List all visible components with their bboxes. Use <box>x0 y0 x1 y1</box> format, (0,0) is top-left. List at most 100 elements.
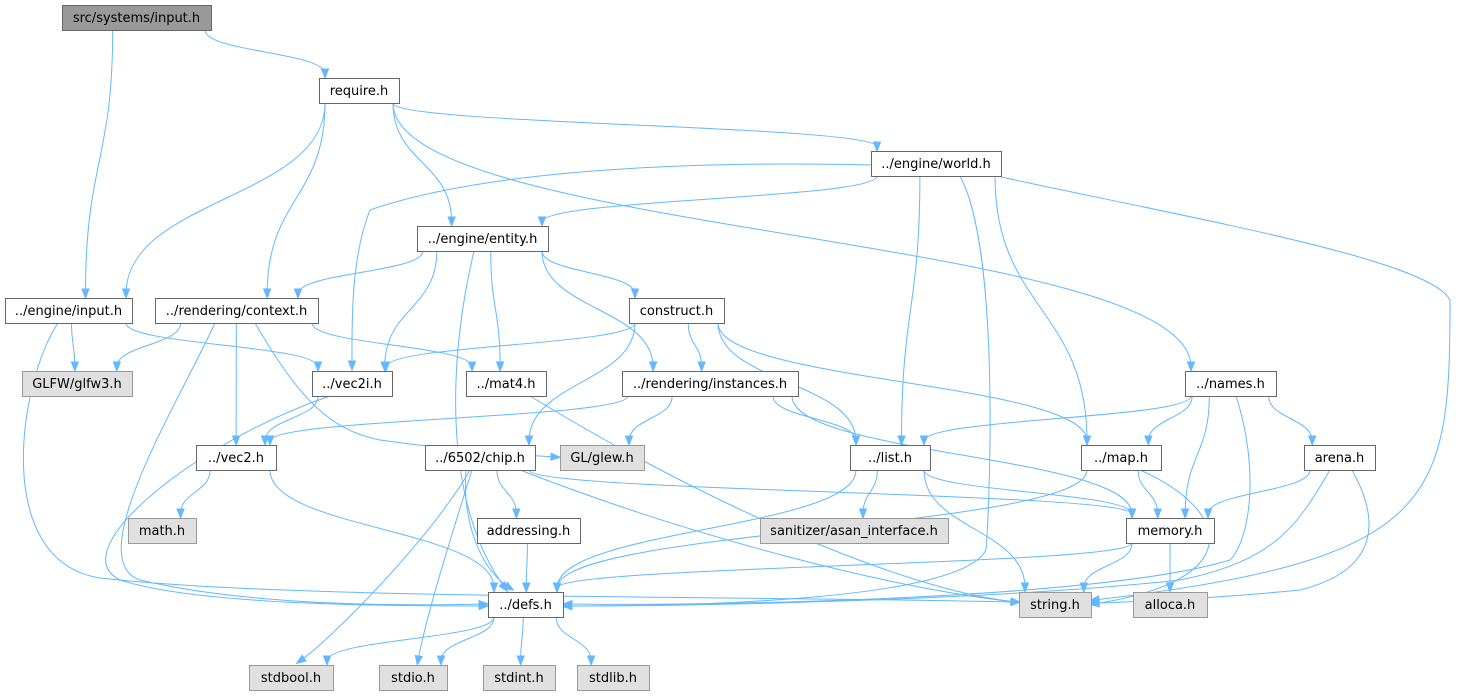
arrowhead-names_h-to-list_h <box>919 435 929 447</box>
node-label: math.h <box>139 524 185 539</box>
node-box <box>22 371 133 397</box>
node-box <box>196 445 277 471</box>
node-box <box>5 298 133 324</box>
edge-engine_input_h-to-vec2i_h <box>125 322 319 368</box>
node-box <box>1081 445 1162 471</box>
arrowhead-construct_h-to-chip_h <box>524 435 534 447</box>
node-label: memory.h <box>1138 524 1203 539</box>
edge-engine_world_h-to-list_h <box>901 175 921 442</box>
node-box <box>560 445 645 471</box>
node-label: ../rendering/context.h <box>166 304 307 319</box>
node-input-h[interactable]: src/systems/input.h <box>62 5 212 31</box>
edge-require_h-to-names_h <box>392 102 1192 368</box>
node-glfw3-h: GLFW/glfw3.h <box>22 371 133 397</box>
node-addressing-h[interactable]: addressing.h <box>477 518 581 544</box>
edge-engine_entity_h-to-rendering_instances_h <box>541 250 654 368</box>
node-engine-input-h[interactable]: ../engine/input.h <box>5 298 133 324</box>
node-box <box>622 371 799 397</box>
edge-engine_world_h-to-vec2i_h <box>351 163 872 367</box>
node-box <box>1304 445 1376 471</box>
edge-vec2_h-to-math_h <box>180 469 211 515</box>
edge-construct_h-to-map_h <box>717 322 1088 442</box>
node-box <box>319 78 400 104</box>
edge-list_h-to-defs_h <box>556 469 857 589</box>
node-names-h[interactable]: ../names.h <box>1185 371 1277 397</box>
node-label: ../map.h <box>1094 451 1148 466</box>
node-vec2-h[interactable]: ../vec2.h <box>196 445 277 471</box>
arrowhead-addressing_h-to-defs_h <box>522 582 531 594</box>
arrowhead-require_h-to-engine_world_h <box>872 141 882 153</box>
node-stdlib-h: stdlib.h <box>577 665 650 691</box>
arrowhead-vec2i_h-to-defs_h <box>478 601 490 611</box>
node-label: ../6502/chip.h <box>435 451 525 466</box>
node-require-h[interactable]: require.h <box>319 78 400 104</box>
node-rendering-instances-h[interactable]: ../rendering/instances.h <box>622 371 799 397</box>
node-defs-h[interactable]: ../defs.h <box>488 592 564 618</box>
arrowhead-chip_h-to-defs_h <box>503 581 515 591</box>
edge-mat4_h-to-string_h <box>529 395 1017 603</box>
arrowhead-memory_h-to-string_h <box>1079 582 1088 594</box>
edge-require_h-to-engine_input_h <box>125 102 326 295</box>
node-arena-h[interactable]: arena.h <box>1304 445 1376 471</box>
edge-engine_entity_h-to-rendering_context_h <box>297 250 424 295</box>
edge-names_h-to-arena_h <box>1268 395 1313 442</box>
arrowhead-construct_h-to-map_h <box>1082 435 1092 447</box>
arrowhead-rendering_instances_h-to-vec2_h <box>265 435 275 447</box>
node-label: src/systems/input.h <box>73 11 200 26</box>
node-box <box>850 445 931 471</box>
node-list-h[interactable]: ../list.h <box>850 445 931 471</box>
node-box <box>425 445 536 471</box>
arrowhead-names_h-to-map_h <box>1144 435 1153 447</box>
node-label: string.h <box>1030 598 1080 613</box>
arrowhead-rendering_context_h-to-vec2_h <box>231 435 241 447</box>
arrowhead-construct_h-to-vec2i_h <box>381 361 391 373</box>
node-memory-h[interactable]: memory.h <box>1126 518 1215 544</box>
arrowhead-vec2i_h-to-vec2_h <box>260 435 270 447</box>
node-map-h[interactable]: ../map.h <box>1081 445 1162 471</box>
arrowhead-rendering_instances_h-to-glew_h <box>624 435 634 447</box>
edge-construct_h-to-chip_h <box>528 322 636 442</box>
dependency-edges <box>23 29 1451 667</box>
node-label: stdbool.h <box>261 671 321 686</box>
node-box <box>483 665 556 691</box>
node-stdio-h: stdio.h <box>379 665 448 691</box>
edge-chip_h-to-addressing_h <box>496 469 517 515</box>
edge-memory_h-to-defs_h <box>556 542 1133 589</box>
arrowhead-chip_h-to-string_h <box>1010 597 1022 606</box>
node-chip-h[interactable]: ../6502/chip.h <box>425 445 536 471</box>
node-vec2i-h[interactable]: ../vec2i.h <box>312 371 393 397</box>
edge-engine_world_h-to-map_h <box>994 175 1088 442</box>
arrowhead-require_h-to-engine_input_h <box>121 288 131 300</box>
node-label: stdio.h <box>391 671 435 686</box>
node-construct-h[interactable]: construct.h <box>629 298 725 324</box>
node-label: ../mat4.h <box>476 377 535 392</box>
arrowhead-engine_entity_h-to-mat4_h <box>495 361 505 373</box>
arrowhead-engine_input_h-to-glfw3_h <box>70 361 80 373</box>
node-label: arena.h <box>1315 451 1365 466</box>
node-label: GLFW/glfw3.h <box>32 377 122 392</box>
edge-vec2_h-to-defs_h <box>269 469 495 589</box>
node-label: ../engine/world.h <box>881 157 991 172</box>
edge-arena_h-to-memory_h <box>1207 469 1311 515</box>
node-box <box>1019 592 1092 618</box>
node-mat4-h[interactable]: ../mat4.h <box>466 371 547 397</box>
arrowhead-construct_h-to-rendering_instances_h <box>697 361 706 373</box>
node-engine-world-h[interactable]: ../engine/world.h <box>871 151 1002 177</box>
edge-names_h-to-map_h <box>1147 395 1193 442</box>
arrowhead-chip_h-to-stdio_h <box>414 654 424 667</box>
edge-defs_h-to-stdlib_h <box>555 616 592 662</box>
node-math-h: math.h <box>128 518 197 544</box>
edge-list_h-to-string_h <box>923 469 1026 589</box>
node-rendering-context-h[interactable]: ../rendering/context.h <box>155 298 319 324</box>
arrowhead-defs_h-to-stdint_h <box>516 655 525 667</box>
node-engine-entity-h[interactable]: ../engine/entity.h <box>417 226 549 252</box>
node-alloca-h: alloca.h <box>1133 592 1208 618</box>
arrowhead-engine_entity_h-to-construct_h <box>630 288 640 300</box>
node-label: ../list.h <box>868 451 912 466</box>
edge-engine_entity_h-to-construct_h <box>541 250 636 295</box>
node-box <box>249 665 334 691</box>
node-label: require.h <box>330 84 389 99</box>
node-box <box>871 151 1002 177</box>
arrowhead-rendering_instances_h-to-list_h <box>851 435 861 447</box>
